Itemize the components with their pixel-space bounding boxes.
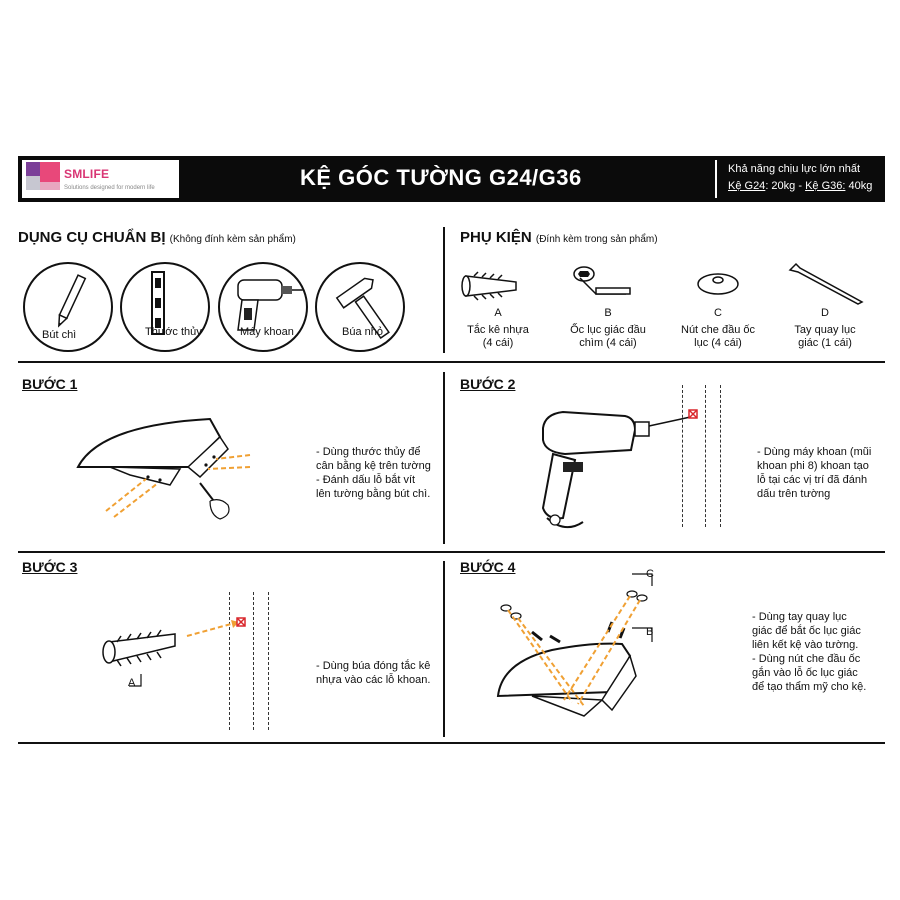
accessory-letter: A bbox=[494, 307, 502, 319]
step-line: liên kết kệ vào tường. bbox=[752, 639, 859, 651]
tool-spirit-level bbox=[120, 262, 210, 352]
divider-line bbox=[18, 361, 885, 363]
logo-mark-2 bbox=[40, 162, 60, 182]
step-line: - Dùng tay quay lục bbox=[752, 611, 847, 623]
hex-key-icon bbox=[788, 262, 864, 305]
tool-drill bbox=[218, 262, 308, 352]
accessory-a: A Tắc kê nhựa(4 cái) bbox=[462, 307, 534, 350]
step-line: dấu trên tường bbox=[757, 488, 831, 500]
step-3-text: - Dùng búa đóng tắc kê nhựa vào các lỗ k… bbox=[316, 659, 430, 687]
step-line: - Dùng nút che đầu ốc bbox=[752, 653, 861, 665]
accessory-letter: B bbox=[604, 307, 612, 319]
divider-line bbox=[18, 742, 885, 744]
step-line: lên tường bằng bút chì. bbox=[316, 488, 431, 500]
tool-label: Thước thủy bbox=[145, 326, 202, 338]
step-line: giác để bắt ốc lục giác bbox=[752, 625, 861, 637]
tools-heading: DỤNG CỤ CHUẨN BỊ (Không đính kèm sản phẩ… bbox=[18, 229, 296, 246]
accessory-illustrations bbox=[461, 262, 864, 305]
header-divider bbox=[715, 160, 717, 198]
logo-mark-3 bbox=[26, 176, 40, 190]
accessories-note: (Đính kèm trong sản phẩm) bbox=[535, 234, 658, 245]
capacity-values: Kệ G24: 20kg - Kệ G36: 40kg bbox=[728, 180, 872, 192]
logo-mark-4 bbox=[40, 182, 60, 190]
tools-note: (Không đính kèm sản phẩm) bbox=[169, 234, 296, 245]
logo-name: SMLIFE bbox=[64, 167, 110, 181]
accessory-name: Tắc kê nhựa bbox=[467, 324, 529, 336]
tool-hammer bbox=[315, 262, 405, 352]
accessory-qty: lục (4 cái) bbox=[694, 337, 742, 349]
tool-pencil bbox=[23, 262, 113, 352]
capacity-g24-label: Kệ G24 bbox=[728, 180, 766, 192]
hammer-icon bbox=[335, 277, 390, 340]
wall-guide-line bbox=[253, 592, 254, 730]
step-2-illustration bbox=[541, 409, 698, 529]
step-line: nhựa vào các lỗ khoan. bbox=[316, 674, 431, 686]
accessories-heading: PHỤ KIỆN (Đính kèm trong sản phẩm) bbox=[460, 229, 658, 246]
spirit-level-icon bbox=[151, 271, 165, 335]
wall-plug-icon bbox=[461, 271, 517, 301]
wall-guide-line bbox=[268, 592, 269, 730]
step-line: - Dùng máy khoan (mũi bbox=[757, 446, 872, 458]
accessory-qty: giác (1 cái) bbox=[798, 337, 852, 349]
step-1-illustration bbox=[76, 417, 251, 520]
step-line: - Dùng thước thủy để bbox=[316, 446, 421, 458]
step-line: - Dùng búa đóng tắc kê bbox=[316, 660, 431, 672]
hex-screw-icon bbox=[573, 266, 631, 295]
pencil-icon bbox=[58, 274, 87, 328]
section-divider bbox=[443, 561, 445, 737]
step-2-text: - Dùng máy khoan (mũi khoan phi 8) khoan… bbox=[757, 445, 871, 501]
accessory-name: Tay quay lục bbox=[794, 324, 856, 336]
tools-heading-text: DỤNG CỤ CHUẨN BỊ bbox=[18, 229, 166, 246]
step-4-title: BƯỚC 4 bbox=[460, 559, 516, 575]
section-divider bbox=[443, 372, 445, 544]
tool-label: Máy khoan bbox=[240, 326, 294, 338]
wall-guide-line bbox=[720, 385, 721, 527]
step-line: khoan phi 8) khoan tạo bbox=[757, 460, 869, 472]
wall-guide-line bbox=[229, 592, 230, 730]
callout-a: A bbox=[128, 677, 136, 689]
tool-label: Bút chì bbox=[42, 329, 77, 341]
section-divider bbox=[443, 227, 445, 353]
step-line: - Đánh dấu lỗ bắt vít bbox=[316, 474, 416, 486]
accessories-heading-text: PHỤ KIỆN bbox=[460, 229, 532, 246]
page-title: KỆ GÓC TƯỜNG G24/G36 bbox=[300, 165, 582, 190]
divider-line bbox=[18, 551, 885, 553]
accessory-qty: (4 cái) bbox=[482, 337, 514, 349]
step-line: gắn vào lỗ ốc lục giác bbox=[752, 667, 858, 679]
step-4-illustration bbox=[496, 573, 653, 717]
accessory-letter: D bbox=[821, 307, 829, 319]
step-line: để tạo thẩm mỹ cho kệ. bbox=[752, 681, 867, 693]
tool-label: Búa nhỏ bbox=[342, 326, 383, 338]
step-2-title: BƯỚC 2 bbox=[460, 376, 516, 392]
capacity-g36-label: Kệ G36: bbox=[805, 180, 846, 192]
step-4-text: - Dùng tay quay lục giác để bắt ốc lục g… bbox=[752, 610, 866, 694]
wall-guide-line bbox=[682, 385, 683, 527]
callout-b: B bbox=[646, 626, 654, 638]
logo-mark bbox=[26, 162, 40, 176]
wall-guide-line bbox=[705, 385, 706, 527]
capacity-g36-value: 40kg bbox=[845, 180, 873, 192]
accessory-letter: C bbox=[714, 307, 722, 319]
accessory-name: Ốc lục giác đầu bbox=[570, 324, 646, 336]
step-1-title: BƯỚC 1 bbox=[22, 376, 78, 392]
accessory-qty: chìm (4 cái) bbox=[579, 337, 637, 349]
capacity-line: Khả năng chịu lực lớn nhất bbox=[728, 163, 860, 175]
logo-tagline: Solutions designed for modern life bbox=[64, 185, 155, 191]
step-3-illustration bbox=[102, 617, 246, 687]
screw-cap-icon bbox=[697, 273, 739, 295]
accessory-name: Nút che đầu ốc bbox=[681, 324, 755, 336]
drill-icon bbox=[237, 279, 304, 331]
step-line: lỗ tại các vị trí đã đánh bbox=[757, 474, 868, 486]
step-line: cân bằng kệ trên tường bbox=[316, 460, 431, 472]
capacity-g24-value: : 20kg - bbox=[765, 180, 806, 192]
step-3-title: BƯỚC 3 bbox=[22, 559, 78, 575]
step-1-text: - Dùng thước thủy để cân bằng kệ trên tư… bbox=[316, 445, 431, 501]
